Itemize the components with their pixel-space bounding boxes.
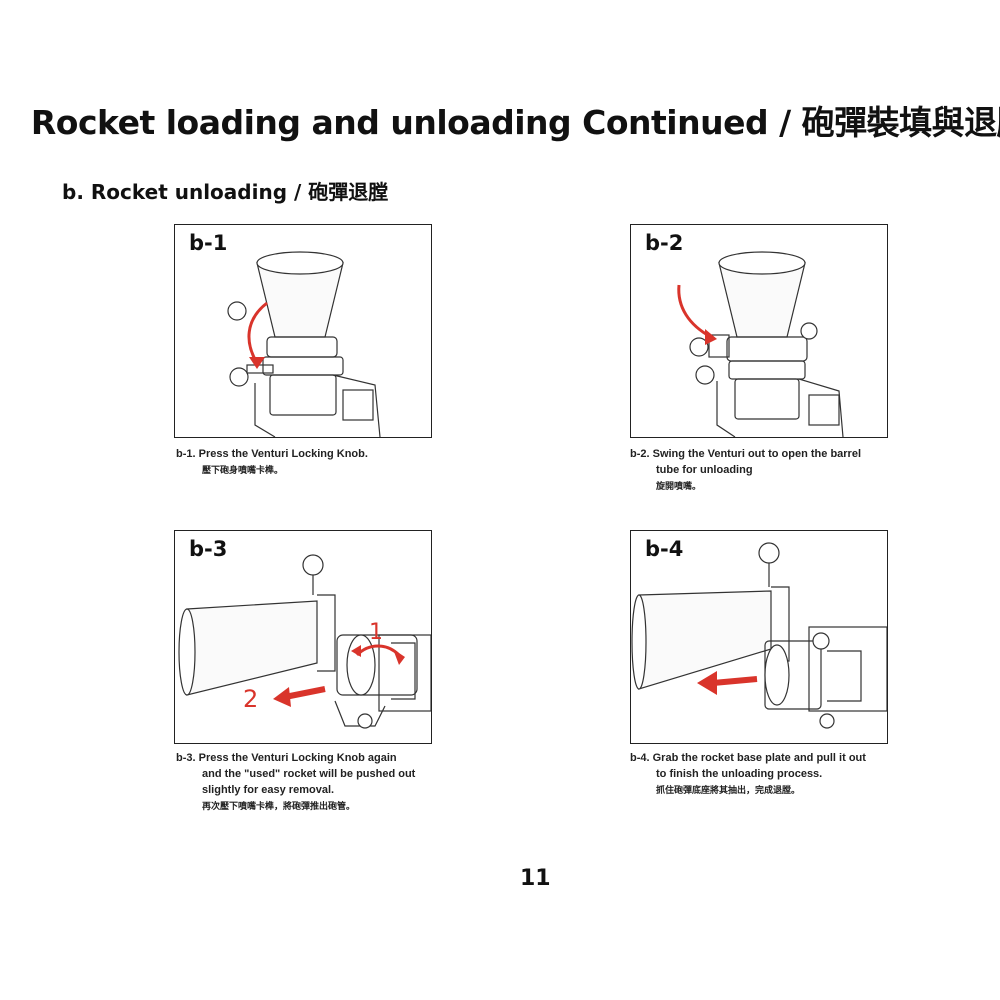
- panel-b3: 1 2 b-3: [174, 530, 432, 744]
- page-title: Rocket loading and unloading Continued /…: [30, 103, 1000, 142]
- caption-zh: 再次壓下噴嘴卡榫，將砲彈推出砲管。: [202, 801, 356, 811]
- caption-line: slightly for easy removal.: [202, 784, 335, 796]
- page-number: 11: [520, 866, 551, 891]
- caption-line: b-1. Press the Venturi Locking Knob.: [176, 448, 368, 460]
- illustration-b1: [227, 251, 381, 437]
- panel-b2: b-2: [630, 224, 888, 438]
- caption-b1: b-1. Press the Venturi Locking Knob. 壓下砲…: [176, 446, 368, 478]
- panel-b1: b-1: [174, 224, 432, 438]
- caption-zh: 抓住砲彈底座將其抽出，完成退膛。: [656, 785, 801, 795]
- caption-b4: b-4. Grab the rocket base plate and pull…: [630, 750, 866, 798]
- panel-label: b-1: [189, 231, 228, 255]
- illustration-b2: [677, 251, 844, 437]
- caption-zh: 旋開噴嘴。: [656, 481, 702, 491]
- caption-line: b-4. Grab the rocket base plate and pull…: [630, 752, 866, 764]
- caption-b3: b-3. Press the Venturi Locking Knob agai…: [176, 750, 415, 814]
- caption-zh: 壓下砲身噴嘴卡榫。: [202, 465, 284, 475]
- caption-line: b-2. Swing the Venturi out to open the b…: [630, 448, 862, 460]
- panel-label: b-3: [189, 537, 228, 561]
- caption-line: tube for unloading: [656, 464, 753, 476]
- step-number-2: 2: [243, 685, 258, 713]
- step-number-1: 1: [369, 620, 383, 645]
- caption-line: to finish the unloading process.: [656, 768, 823, 780]
- illustration-b4: [631, 542, 887, 729]
- panel-label: b-4: [645, 537, 684, 561]
- illustration-b3: 1 2: [178, 554, 431, 729]
- caption-line: and the "used" rocket will be pushed out: [202, 768, 416, 780]
- caption-b2: b-2. Swing the Venturi out to open the b…: [630, 446, 861, 494]
- section-subtitle: b. Rocket unloading / 砲彈退膛: [62, 180, 389, 204]
- panel-label: b-2: [645, 231, 684, 255]
- panel-b4: b-4: [630, 530, 888, 744]
- caption-line: b-3. Press the Venturi Locking Knob agai…: [176, 752, 397, 764]
